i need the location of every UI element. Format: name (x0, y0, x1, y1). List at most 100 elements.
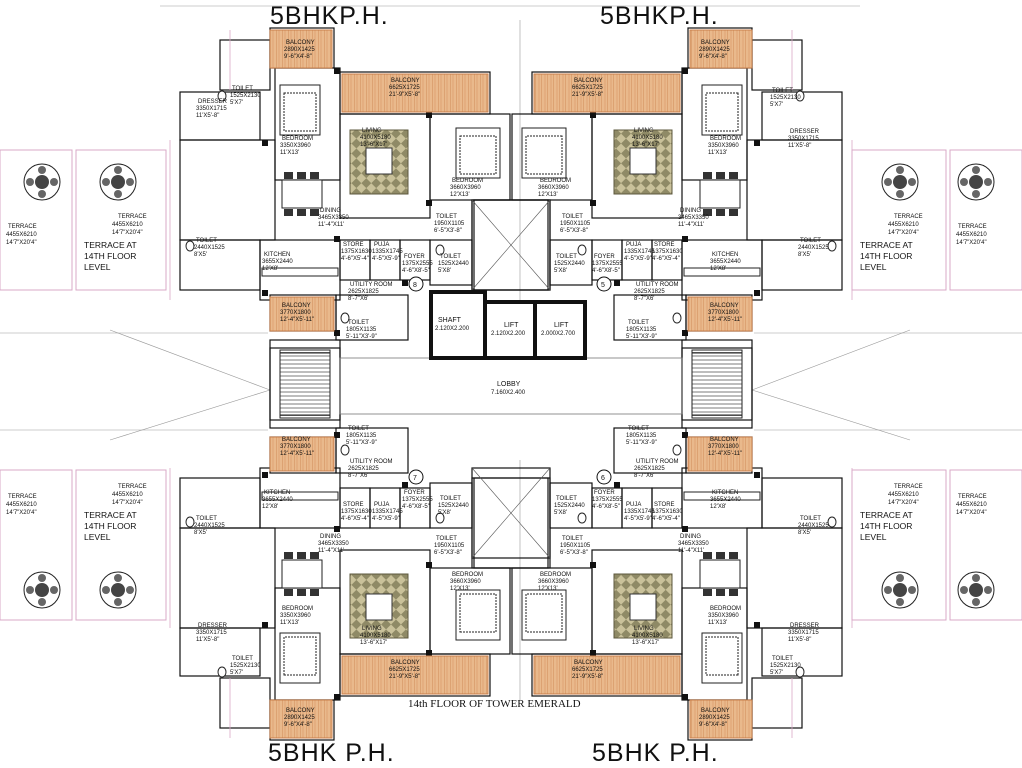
room-name: TOILET (772, 88, 793, 94)
room-labels: BALCONY2890X14259'-6"X4'-8"BALCONY2890X1… (194, 40, 829, 728)
unit-furniture (521, 352, 837, 739)
room-size: 1375X2555 (592, 497, 623, 503)
dining-chair (297, 552, 306, 559)
room-size: 2625X1825 (634, 289, 665, 295)
room-imperial: 4'-6"X5'-4" (341, 256, 369, 262)
plan-caption: 14th FLOOR OF TOWER EMERALD (408, 698, 581, 710)
terrace-chair (896, 574, 904, 582)
room-size: 3660X3960 (450, 185, 481, 191)
unit-number-8: 8 (413, 282, 417, 289)
room-wall (219, 677, 271, 729)
column (682, 236, 688, 242)
unit-marker-5 (596, 276, 612, 292)
room-size: 6625X1725 (389, 667, 420, 673)
balcony-fill (341, 73, 489, 113)
wc-fixture (435, 512, 445, 524)
terrace-size: 4455X6210 (888, 492, 919, 498)
shaft-label: SHAFT (438, 317, 462, 324)
room-imperial: 11'X5'-8" (788, 637, 811, 643)
terrace-size: 4455X6210 (6, 502, 37, 508)
room-wall (511, 567, 593, 655)
terrace-level-line3: LEVEL (84, 262, 111, 272)
room-name: TOILET (232, 656, 253, 662)
room-name: BALCONY (574, 78, 603, 84)
terrace-name: TERRACE (958, 224, 987, 230)
terrace-seating (957, 571, 995, 609)
lift-2-label: LIFT (554, 322, 569, 329)
room-imperial: 4'-6"X5'-4" (341, 516, 369, 522)
room-name: PUJA (626, 502, 641, 508)
terrace-table (35, 583, 49, 597)
balcony-fill (689, 699, 753, 739)
room-size: 4100X5180 (632, 135, 663, 141)
room-name: FOYER (594, 490, 615, 496)
room-name: TOILET (800, 516, 821, 522)
room-imperial: 4'-6"X8'-5" (592, 504, 620, 510)
heading-bottom-left: 5BHK P.H. (268, 739, 395, 767)
terrace-name: TERRACE (894, 484, 923, 490)
column (334, 236, 340, 242)
room-wall (339, 487, 371, 529)
balcony-fill (269, 436, 335, 472)
room-imperial: 21'-9"X5'-8" (389, 674, 420, 680)
room-imperial: 9'-6"X4'-8" (699, 722, 727, 728)
terrace-outline (75, 149, 167, 291)
staircase (279, 352, 331, 419)
kitchen-counter (683, 491, 761, 501)
living-table (629, 593, 657, 621)
wc-fixture (340, 444, 350, 456)
column (590, 562, 596, 568)
room-size: 1805X1135 (346, 433, 377, 439)
terrace-table (893, 175, 907, 189)
room-imperial: 5'X8' (438, 510, 451, 516)
room-size: 1335X1745 (372, 509, 403, 515)
room-name: TOILET (436, 214, 457, 220)
room-name: BEDROOM (710, 606, 741, 612)
room-imperial: 6'-5"X3'-8" (434, 228, 462, 234)
column (426, 562, 432, 568)
room-imperial: 8'-7"X6' (348, 473, 368, 479)
terrace-seating (881, 571, 919, 609)
room-size: 1375X2555 (592, 261, 623, 267)
room-name: FOYER (404, 490, 425, 496)
room-wall (399, 239, 431, 281)
room-name: TOILET (800, 238, 821, 244)
terrace-table (111, 175, 125, 189)
room-imperial: 4'-6"X5'-4" (652, 516, 680, 522)
dining-chair (284, 209, 293, 216)
dining-chair (284, 172, 293, 179)
room-name: BEDROOM (540, 572, 571, 578)
terrace-table (893, 583, 907, 597)
terrace-table (35, 175, 49, 189)
room-wall (621, 487, 653, 529)
terrace-chair (972, 166, 980, 174)
room-name: TOILET (556, 496, 577, 502)
terrace-chair (38, 574, 46, 582)
terrace-imperial: 14'7"X20'4" (112, 500, 143, 506)
terrace-level-line1: TERRACE AT (84, 510, 137, 520)
room-name: LIVING (634, 626, 654, 632)
room-size: 1335X1745 (624, 509, 655, 515)
shaft-size: 2.120X2.200 (435, 326, 470, 332)
terrace-chair (896, 166, 904, 174)
room-size: 3655X2440 (710, 259, 741, 265)
room-imperial: 13'-6"X17' (360, 640, 387, 646)
terrace-imperial: 14'7"X20'4" (888, 500, 919, 506)
room-wall (179, 527, 276, 629)
room-name: BALCONY (391, 660, 420, 666)
lift-1-size: 2.120X2.200 (491, 331, 526, 337)
room-name: TOILET (348, 426, 369, 432)
room-name: KITCHEN (712, 252, 738, 258)
room-name: BALCONY (701, 40, 730, 46)
room-name: DRESSER (790, 623, 820, 629)
room-imperial: 11'X5'-8" (196, 637, 219, 643)
dining-chair (297, 172, 306, 179)
room-imperial: 8'-7"X6' (348, 296, 368, 302)
wc-fixture (217, 666, 227, 678)
dining-chair (716, 589, 725, 596)
room-name: PUJA (374, 242, 389, 248)
wc-fixture (435, 244, 445, 256)
room-name: DINING (320, 208, 341, 214)
room-imperial: 12'X8' (262, 266, 278, 272)
room-wall (471, 477, 549, 569)
